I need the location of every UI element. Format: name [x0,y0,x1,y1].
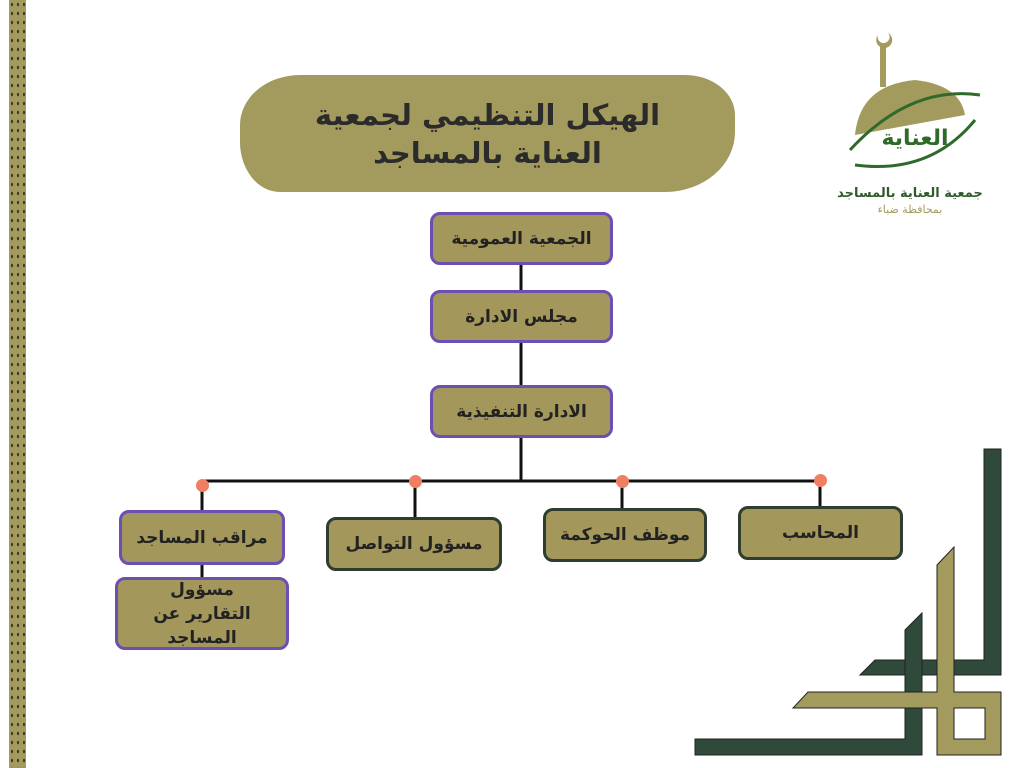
node-governance: موظف الحوكمة [543,508,707,562]
logo-name: جمعية العناية بالمساجد [837,186,983,201]
logo-subtitle: بمحافظة ضباء [877,203,943,216]
node-executive: الادارة التنفيذية [430,385,613,438]
node-reports: مسؤول التقارير عن المساجد [115,577,289,650]
decorative-left-strip [9,0,26,768]
node-communication: مسؤول التواصل [326,517,502,571]
connector-dot [409,475,422,488]
title-banner: الهيكل التنظيمي لجمعية العناية بالمساجد [240,75,735,192]
node-accountant: المحاسب [738,506,903,560]
node-board: مجلس الادارة [430,290,613,343]
connector-dot [814,474,827,487]
connector-dot [616,475,629,488]
page-title: الهيكل التنظيمي لجمعية العناية بالمساجد [314,97,661,170]
corner-ornament [694,448,1002,756]
logo-icon: العناية [848,33,981,169]
node-mosque-supervisor: مراقب المساجد [119,510,285,565]
connector-dot [196,479,209,492]
logo-text: جمعية العناية بالمساجد بمحافظة ضباء [835,186,985,218]
logo-calligraphy: العناية [881,126,948,151]
node-general-assembly: الجمعية العمومية [430,212,613,265]
